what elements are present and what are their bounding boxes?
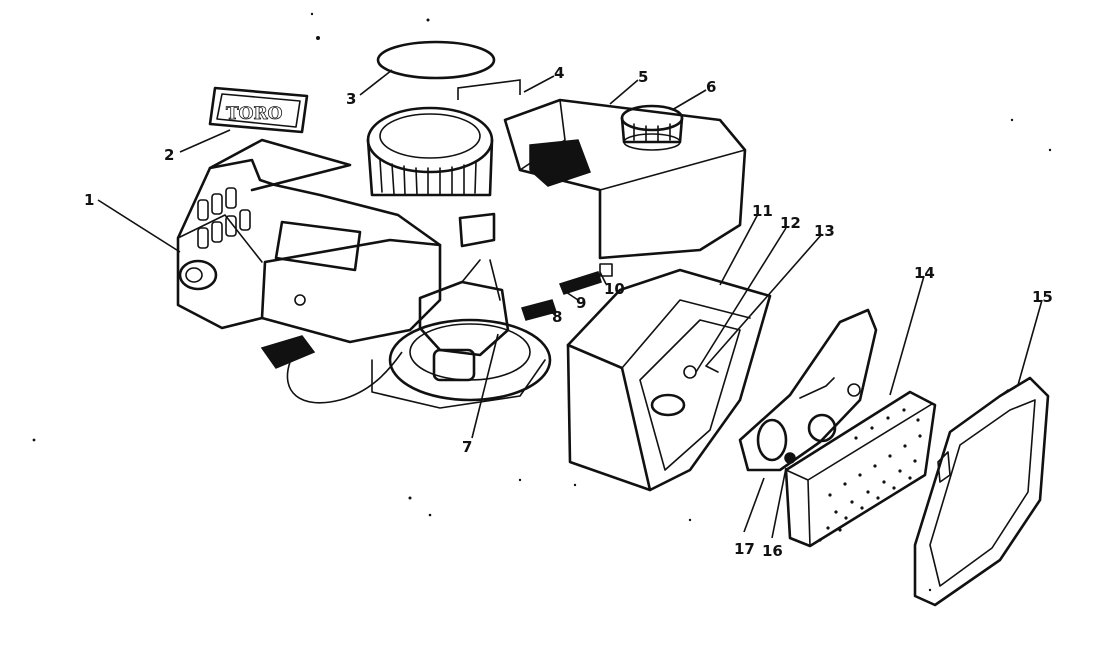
foam-texture [818,408,922,542]
leader-lines [97,69,1043,539]
part-17-bracket-plate [738,308,878,472]
scan-specks [32,12,1052,592]
callout-7: 7 [462,438,472,456]
part-12-gasket [705,365,719,373]
callout-16: 16 [762,542,783,560]
starter-ribs [379,159,477,196]
callout-15: 15 [1032,288,1053,306]
part-11-air-cleaner-base [566,268,772,492]
callout-4: 4 [554,64,564,82]
callout-17: 17 [734,540,755,558]
part-13-screw [683,365,697,379]
part-4-recoil-starter [366,106,591,197]
part-16-nut [784,452,796,464]
part-5-fuel-tank [503,98,747,260]
vent-slots [197,187,251,249]
callout-5: 5 [638,68,648,86]
callout-13: 13 [814,222,835,240]
callout-9: 9 [576,294,586,312]
toro-logo-text: TORO [226,104,283,124]
callout-8: 8 [552,308,562,326]
part-8-bolt [521,299,557,321]
spark-plug-wire [260,335,403,404]
part-1-blower-housing [176,138,496,344]
part-7-carburetor [418,259,510,382]
callout-12: 12 [780,214,801,232]
part-14-foam-filter [784,390,937,548]
callout-3: 3 [346,90,356,108]
part-3-o-ring [376,40,496,80]
part-2-decal: TORO [208,86,309,134]
callout-1: 1 [84,191,94,209]
callout-10: 10 [604,280,625,298]
callout-6: 6 [706,78,716,96]
part-15-air-cleaner-cover [913,376,1050,607]
part-9-bolt [559,271,602,295]
callout-14: 14 [914,264,935,282]
engine-base [371,318,552,409]
part-6-fuel-cap [620,104,684,151]
callouts: 1 2 3 4 5 6 7 8 9 10 11 12 13 14 15 16 1… [84,64,1053,560]
part-10-nut [599,263,613,277]
callout-11: 11 [752,202,773,220]
callout-2: 2 [164,146,174,164]
